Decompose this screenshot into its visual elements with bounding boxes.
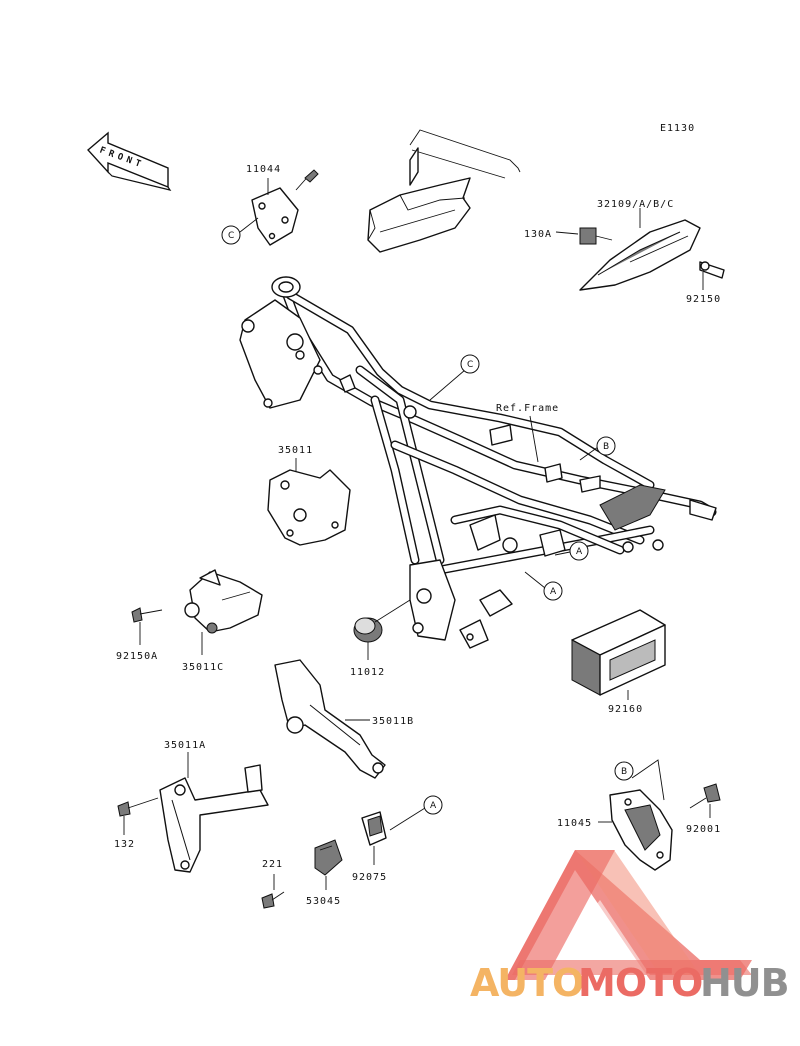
- main-frame: [239, 276, 717, 649]
- footrest-bracket-35011A: 35011A: [159, 740, 269, 873]
- ref-b1-text: B: [603, 442, 609, 452]
- clamp-92075: 92075: [352, 807, 426, 883]
- label-132: 132: [114, 839, 135, 850]
- label-92150A: 92150A: [116, 651, 158, 662]
- label-35011A: 35011A: [164, 740, 206, 751]
- label-221: 221: [262, 859, 283, 870]
- ref-circle-a1: [569, 541, 589, 561]
- bracket-11045: 11045: [557, 759, 673, 871]
- ref-a3-text: A: [430, 801, 437, 811]
- label-92160: 92160: [608, 704, 643, 715]
- label-92001: 92001: [686, 824, 721, 835]
- ref-circle-c1: [221, 225, 241, 245]
- reference-leader: [529, 415, 539, 463]
- side-cover-32109: 32109/A/B/C: [579, 199, 701, 291]
- front-arrow-icon: FRONT: [86, 131, 172, 191]
- cap-11012: 11012: [350, 599, 411, 678]
- bolt-92150A: 92150A: [116, 607, 163, 662]
- label-35011: 35011: [278, 445, 313, 456]
- bracket-35011: 35011: [267, 445, 351, 546]
- watermark-text-hub: HUB: [700, 961, 789, 1005]
- watermark-text-moto: MOTO: [578, 961, 702, 1005]
- bolt-130A: 130A: [524, 227, 613, 245]
- bolt-92001: 92001: [686, 783, 721, 835]
- ref-a2-text: A: [550, 587, 557, 597]
- label-130A: 130A: [524, 229, 552, 240]
- frame-cover-part: [367, 129, 521, 253]
- bracket-11044: 11044: [239, 164, 319, 246]
- grommet-92150: 92150: [686, 261, 725, 305]
- label-32109: 32109/A/B/C: [597, 199, 674, 210]
- ref-circle-a3: [423, 795, 443, 815]
- bolt-132: 132: [114, 797, 159, 850]
- clamp-53045: 53045: [306, 839, 343, 907]
- ref-b2-text: B: [621, 767, 627, 777]
- footrest-bracket-35011C: 35011C: [182, 569, 263, 673]
- ref-circle-a2: [543, 581, 563, 601]
- reference-frame-label: Ref.Frame: [496, 403, 559, 414]
- label-92075: 92075: [352, 872, 387, 883]
- ref-a1-text: A: [576, 547, 583, 557]
- label-11044: 11044: [246, 164, 281, 175]
- watermark-text-auto: AUTO: [470, 961, 583, 1005]
- ref-circle-c2: [460, 354, 480, 374]
- label-35011C: 35011C: [182, 662, 224, 673]
- ref-c1-text: C: [228, 231, 234, 241]
- label-53045: 53045: [306, 896, 341, 907]
- label-11012: 11012: [350, 667, 385, 678]
- bracket-35011B: 35011B: [274, 659, 414, 779]
- label-35011B: 35011B: [372, 716, 414, 727]
- bolt-221: 221: [261, 859, 285, 909]
- ref-circle-b2: [614, 761, 634, 781]
- ref-c2-text: C: [467, 360, 473, 370]
- automotohub-watermark-logo: AUTO MOTO HUB: [470, 850, 790, 1005]
- diagram-code: E1130: [660, 123, 695, 134]
- label-11045: 11045: [557, 818, 592, 829]
- battery-case-92160: 92160: [571, 609, 666, 715]
- label-92150: 92150: [686, 294, 721, 305]
- ref-circle-b1: [596, 436, 616, 456]
